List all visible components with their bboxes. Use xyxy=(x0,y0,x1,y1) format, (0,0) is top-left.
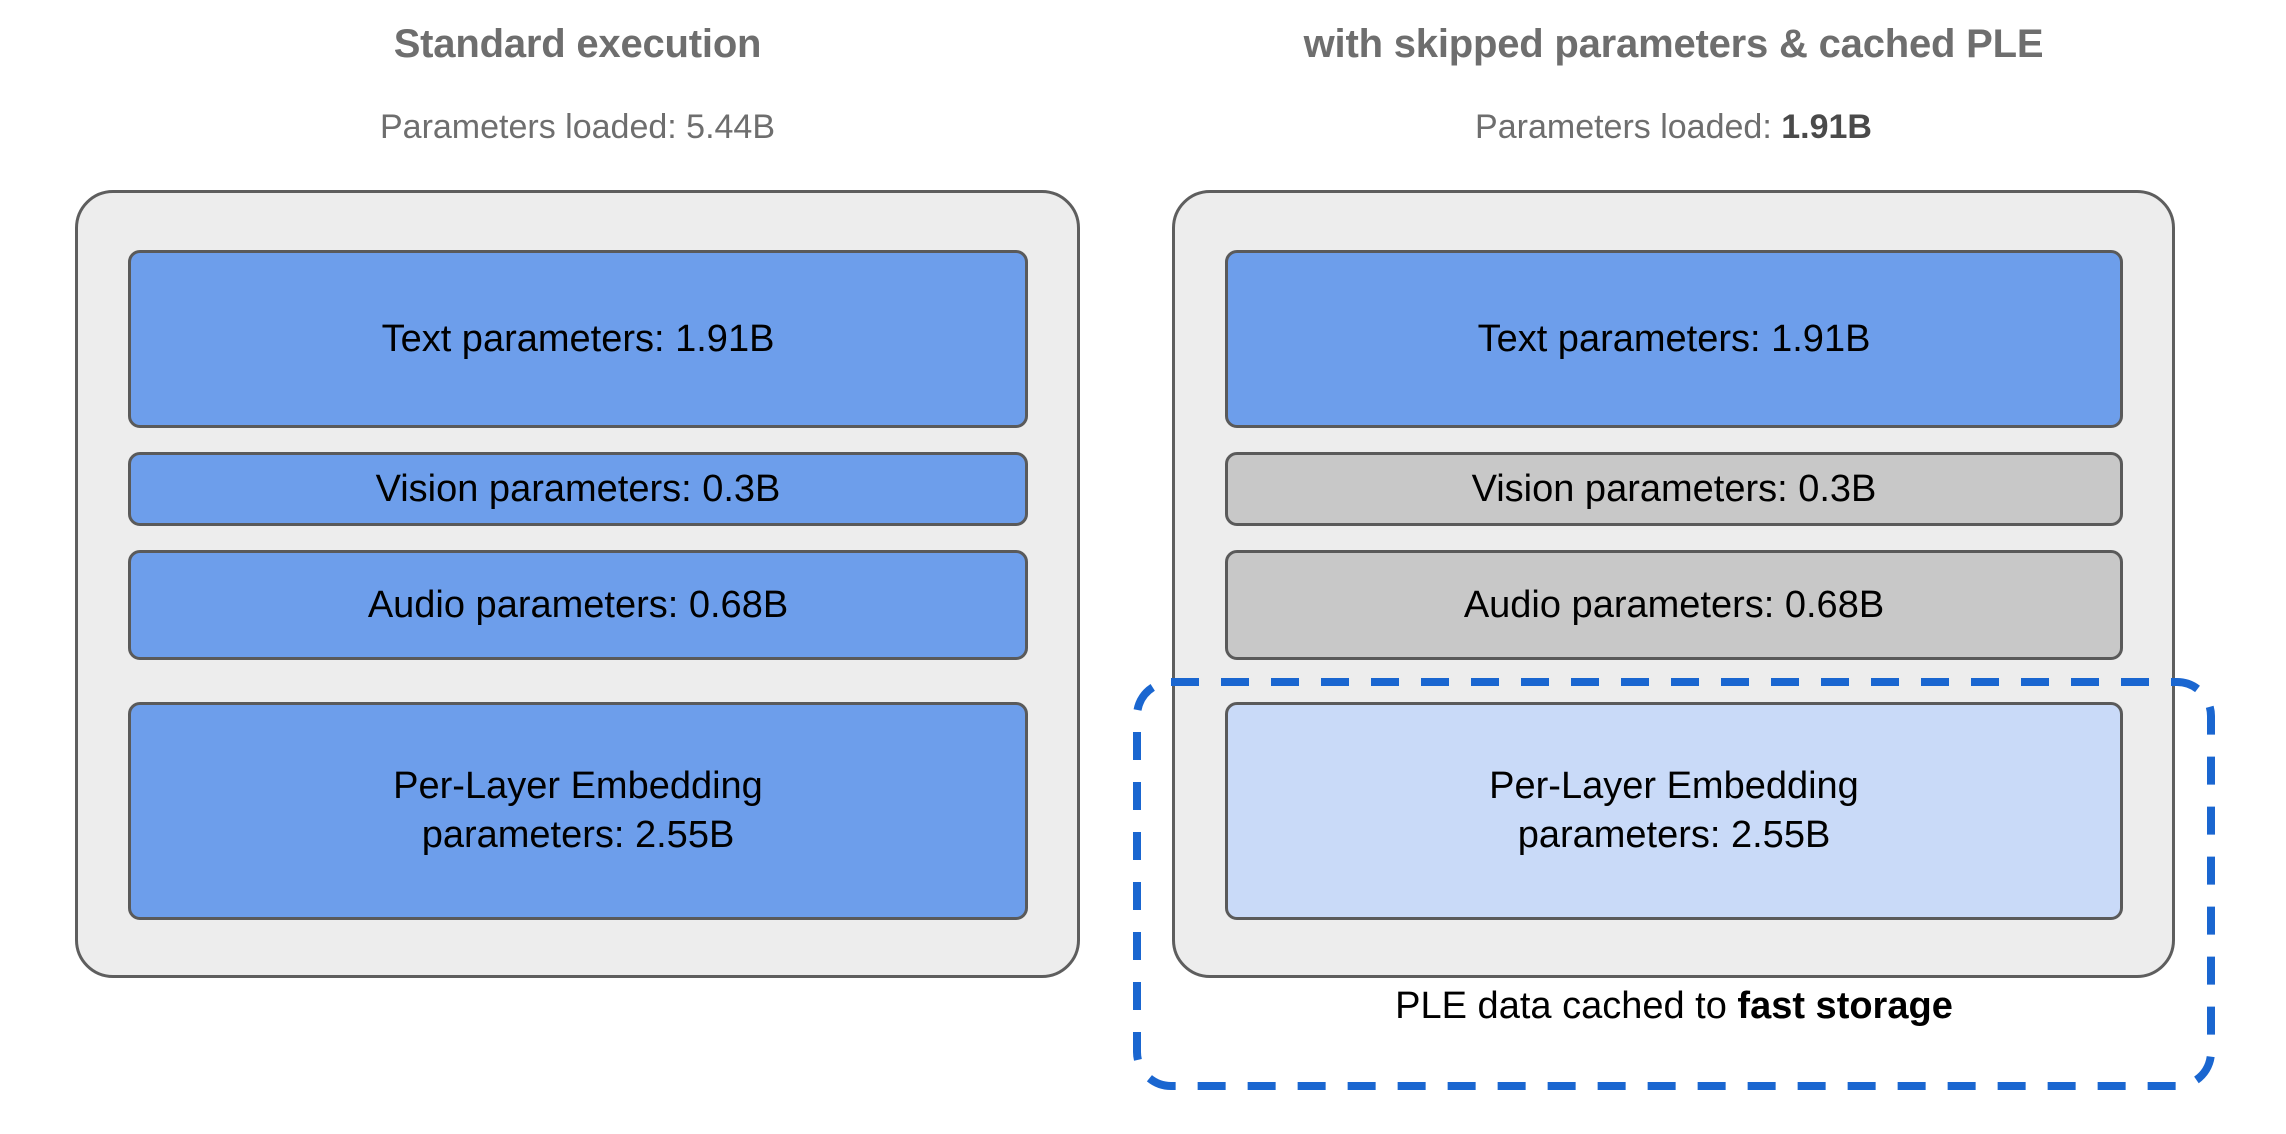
block-vision-parameters-standard: Vision parameters: 0.3B xyxy=(128,452,1028,526)
subtitle-value-standard: 5.44B xyxy=(686,108,776,146)
block-ple-parameters-optimized: Per-Layer Embedding parameters: 2.55B xyxy=(1225,702,2123,920)
block-text-parameters-standard: Text parameters: 1.91B xyxy=(128,250,1028,428)
column-title-optimized: with skipped parameters & cached PLE xyxy=(1303,22,2044,66)
subtitle-value-optimized: 1.91B xyxy=(1781,108,1872,146)
block-ple-line2-optimized: parameters: 2.55B xyxy=(1517,814,1831,856)
cache-callout-caption: PLE data cached to fast storage xyxy=(1133,985,2215,1028)
subtitle-prefix-optimized: Parameters loaded: xyxy=(1475,108,1782,146)
block-ple-line2-standard: parameters: 2.55B xyxy=(421,814,735,856)
subtitle-prefix-standard: Parameters loaded: xyxy=(379,108,687,146)
caption-strong: fast storage xyxy=(1737,985,1953,1027)
block-text-parameters-optimized: Text parameters: 1.91B xyxy=(1225,250,2123,428)
column-title-standard: Standard execution xyxy=(393,22,762,66)
block-ple-line1-optimized: Per-Layer Embedding xyxy=(1489,765,1859,808)
block-audio-parameters-standard: Audio parameters: 0.68B xyxy=(128,550,1028,660)
block-audio-parameters-optimized: Audio parameters: 0.68B xyxy=(1225,550,2123,660)
block-ple-parameters-standard: Per-Layer Embedding parameters: 2.55B xyxy=(128,702,1028,920)
block-ple-line1-standard: Per-Layer Embedding xyxy=(393,765,763,808)
caption-prefix: PLE data cached to xyxy=(1395,985,1738,1027)
column-subtitle-standard: Parameters loaded: 5.44B xyxy=(75,108,1080,147)
block-vision-parameters-optimized: Vision parameters: 0.3B xyxy=(1225,452,2123,526)
column-subtitle-optimized: Parameters loaded: 1.91B xyxy=(1172,108,2175,147)
